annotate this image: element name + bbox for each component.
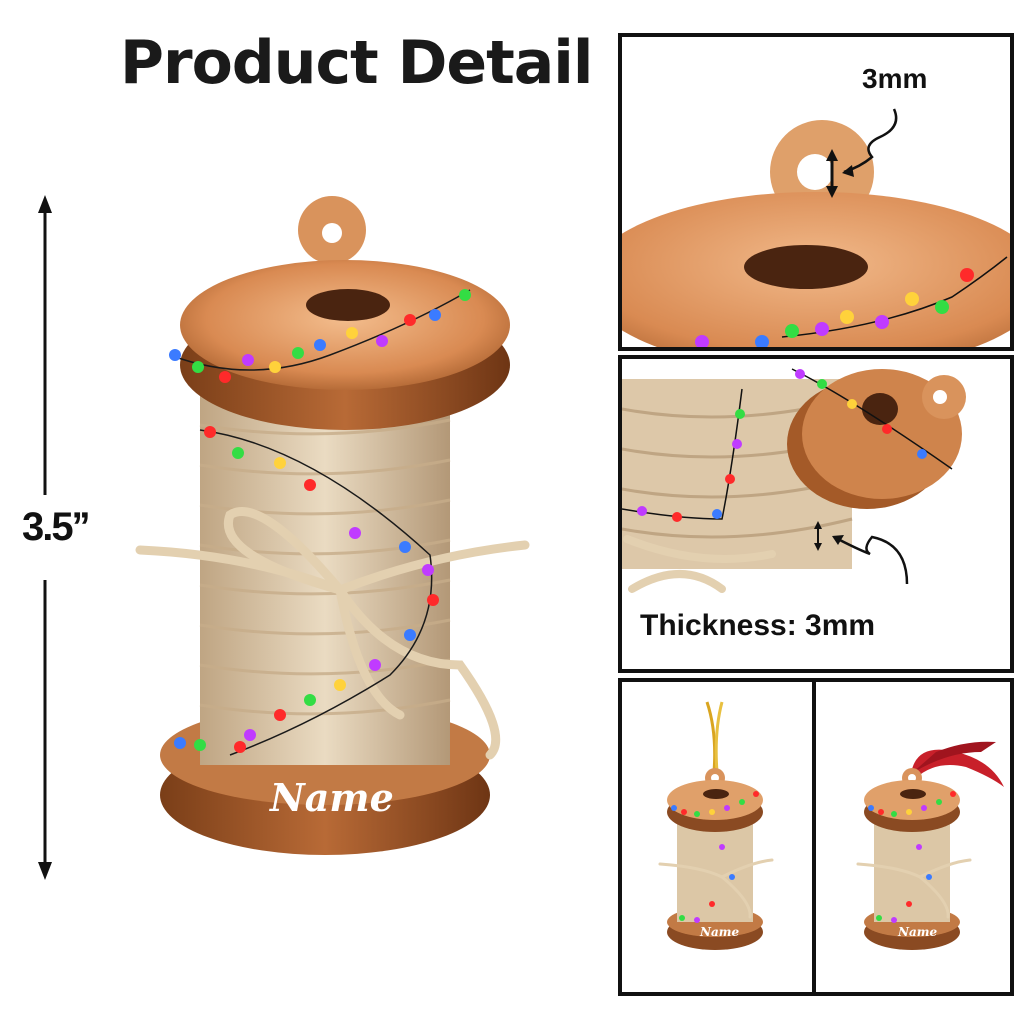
thickness-label: Thickness: 3mm — [640, 609, 876, 642]
hole-size-label: 3mm — [862, 63, 928, 94]
height-dimension-arrow — [38, 195, 52, 880]
engraved-name-text: Name — [270, 775, 394, 820]
page-title: Product Detail — [120, 28, 593, 98]
variant-gold-string-panel: Name — [618, 678, 816, 996]
thickness-detail-panel: Thickness: 3mm — [618, 355, 1014, 673]
height-label: 3.5’’ — [22, 505, 90, 549]
variant-gold-name-text: Name — [700, 925, 740, 939]
variant-red-ribbon-panel: Name — [812, 678, 1014, 996]
variant-red-name-text: Name — [898, 925, 938, 939]
hole-size-detail-panel: 3mm — [618, 33, 1014, 351]
spool-ornament-image: Name — [130, 195, 550, 875]
